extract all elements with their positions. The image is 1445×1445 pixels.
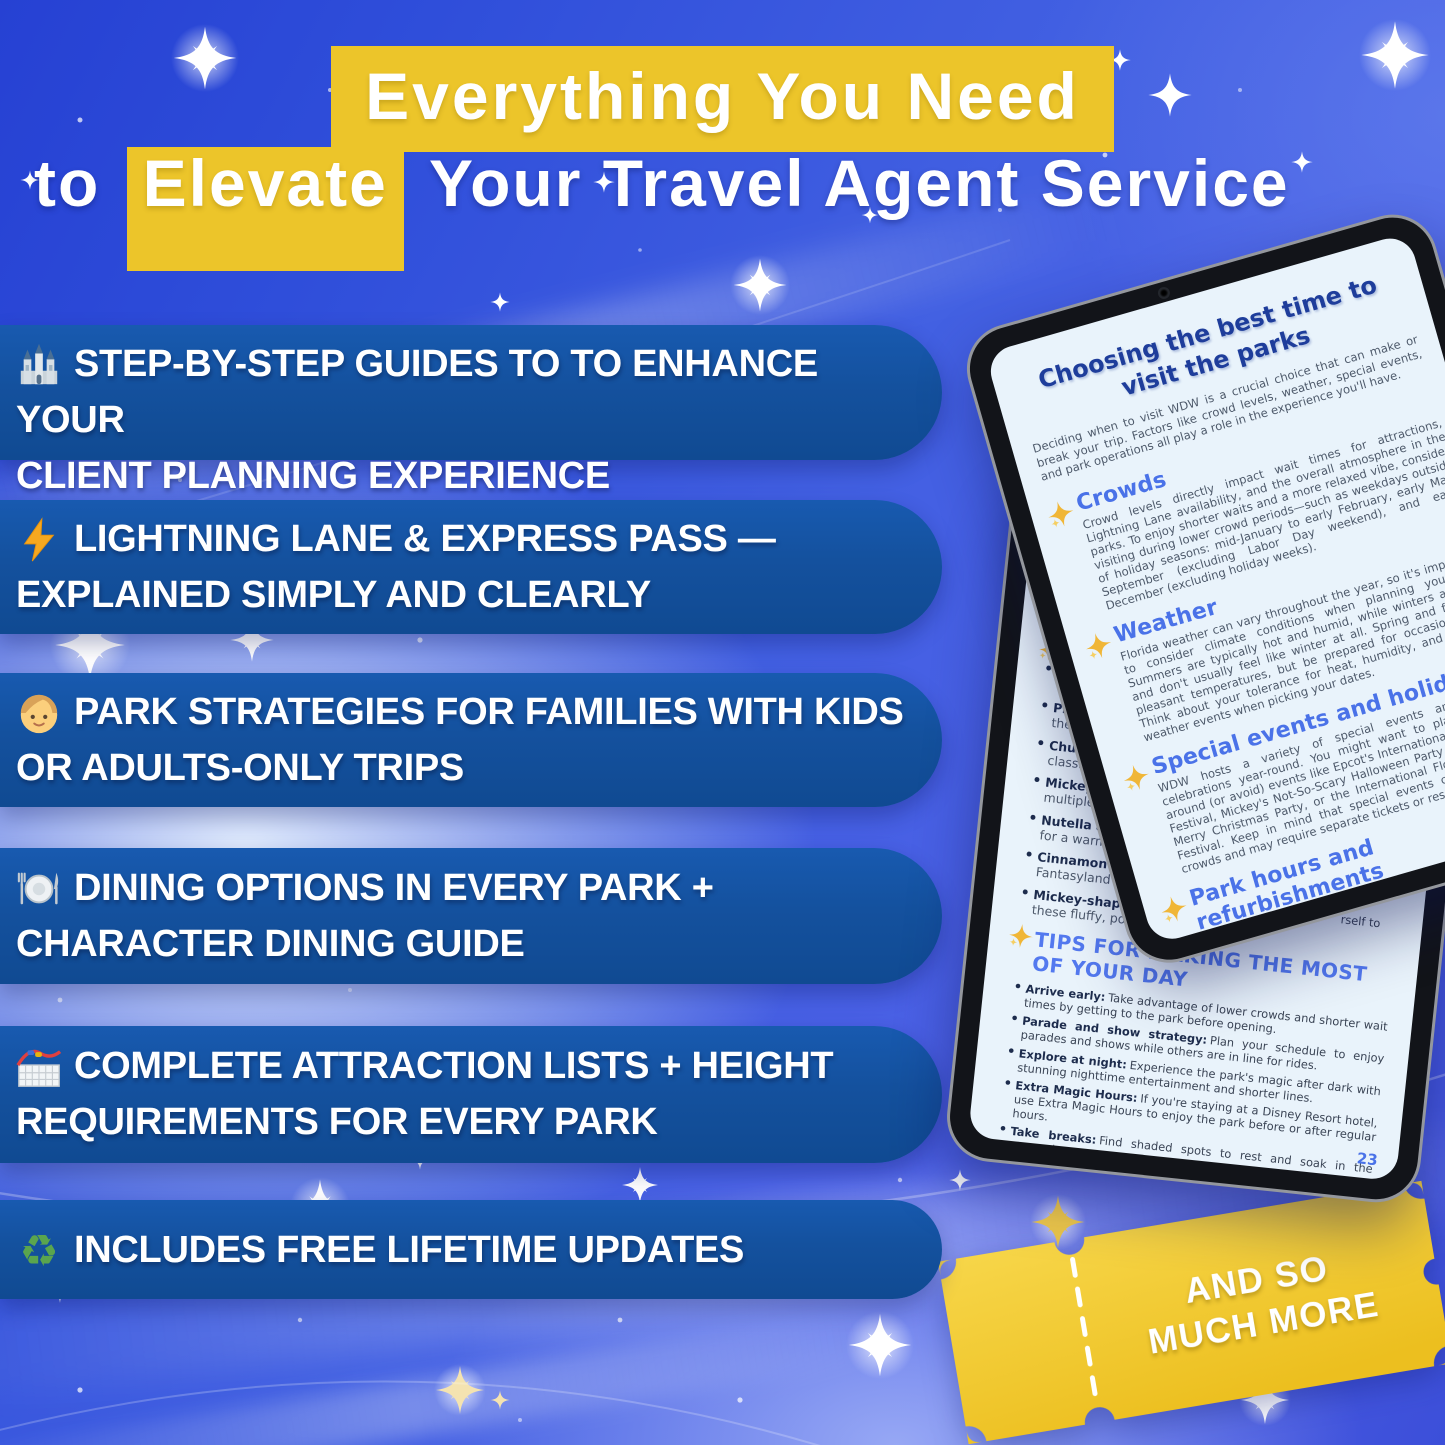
coaster-icon bbox=[16, 1044, 62, 1090]
sparkle-icon bbox=[1158, 893, 1190, 925]
page-number: 23 bbox=[1355, 1149, 1379, 1170]
feature-pill-attractions: COMPLETE ATTRACTION LISTS + HEIGHT REQUI… bbox=[0, 1026, 942, 1163]
feature-pill-lightning-lane: LIGHTNING LANE & EXPRESS PASS — EXPLAINE… bbox=[0, 500, 942, 634]
sparkle-icon bbox=[1045, 497, 1077, 529]
recycle-icon: ♻ bbox=[19, 1226, 59, 1277]
sparkle-icon bbox=[1008, 923, 1034, 949]
headline-highlight-1: Everything You Need bbox=[331, 46, 1114, 152]
section-weather: Weather Florida weather can vary through… bbox=[1085, 521, 1445, 752]
tablet-front: Choosing the best time to visit the park… bbox=[960, 207, 1445, 970]
camera-icon bbox=[1158, 288, 1169, 298]
headline-line1: Everything You Need bbox=[0, 46, 1445, 152]
feature-pill-dining: DINING OPTIONS IN EVERY PARK + CHARACTER… bbox=[0, 848, 942, 984]
feature-text: COMPLETE ATTRACTION LISTS + HEIGHT REQUI… bbox=[16, 1045, 834, 1143]
headline-suffix: Your Travel Agent Service bbox=[409, 146, 1290, 220]
section-crowds: Crowds Crowd levels directly impact wait… bbox=[1047, 389, 1445, 620]
headline-line2: to Elevate Your Travel Agent Service bbox=[34, 146, 1290, 271]
tips-list: Arrive early:Take advantage of lower cro… bbox=[988, 980, 1388, 1182]
tablet-front-screen: Choosing the best time to visit the park… bbox=[984, 232, 1445, 945]
feature-pill-updates: ♻ INCLUDES FREE LIFETIME UPDATES bbox=[0, 1200, 942, 1299]
feature-pill-strategies: PARK STRATEGIES FOR FAMILIES WITH KIDS O… bbox=[0, 673, 942, 807]
castle-icon bbox=[16, 342, 62, 388]
feature-text: PARK STRATEGIES FOR FAMILIES WITH KIDS O… bbox=[16, 691, 904, 789]
headline-highlight-2: Elevate bbox=[126, 146, 404, 271]
feature-text: LIGHTNING LANE & EXPRESS PASS — EXPLAINE… bbox=[16, 518, 776, 616]
ticket: AND SO MUCH MORE bbox=[938, 1180, 1445, 1445]
sparkle-icon bbox=[1120, 761, 1152, 793]
light-streak bbox=[0, 1306, 889, 1445]
feature-text: STEP-BY-STEP GUIDES TO TO ENHANCE YOUR C… bbox=[16, 343, 818, 497]
tips-heading: TIPS FOR MAKING THE MOST OF YOUR DAY bbox=[1008, 923, 1394, 1012]
child-icon bbox=[16, 690, 62, 736]
headline-prefix: to bbox=[34, 146, 121, 220]
section-special-events: Special events and holidays WDW hosts a … bbox=[1123, 653, 1445, 884]
feature-text: INCLUDES FREE LIFETIME UPDATES bbox=[74, 1229, 745, 1271]
feature-text: DINING OPTIONS IN EVERY PARK + CHARACTER… bbox=[16, 867, 714, 965]
lightning-icon bbox=[16, 517, 62, 563]
section-park-hours: Park hours and refurbishments Check the … bbox=[1158, 784, 1445, 945]
dining-icon bbox=[16, 866, 62, 912]
ticket-text: AND SO MUCH MORE bbox=[1086, 1184, 1434, 1420]
sparkle-icon bbox=[1082, 629, 1114, 661]
feature-pill-guides: STEP-BY-STEP GUIDES TO TO ENHANCE YOUR C… bbox=[0, 325, 942, 497]
